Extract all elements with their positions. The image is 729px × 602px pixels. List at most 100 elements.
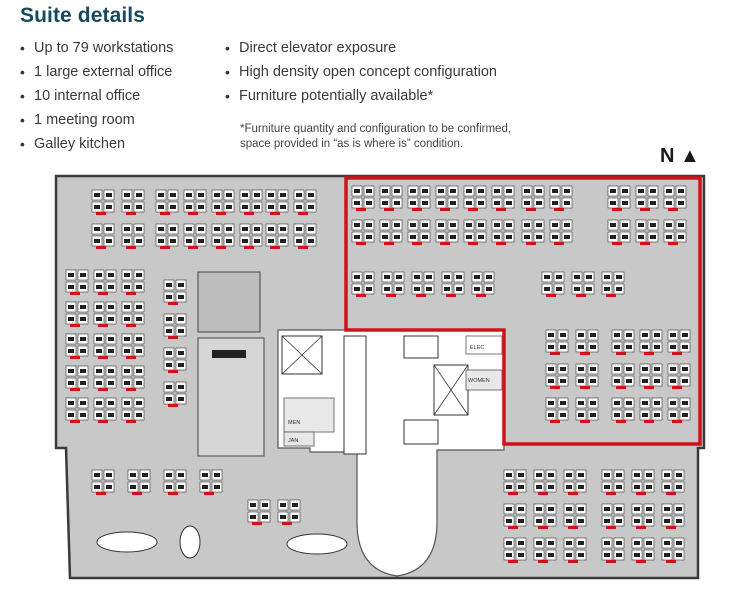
- workstation-pod: [661, 469, 685, 495]
- workstation-pod: [121, 269, 145, 295]
- workstation-pod: [121, 365, 145, 391]
- workstation-pod: [121, 223, 145, 249]
- workstation-pod: [265, 189, 289, 215]
- workstation-pod: [611, 397, 635, 423]
- workstation-pod: [65, 269, 89, 295]
- stairwell: [403, 335, 439, 359]
- workstation-pod: [293, 189, 317, 215]
- workstation-pod: [121, 301, 145, 327]
- workstation-pod: [163, 381, 187, 407]
- workstation-pod: [463, 219, 487, 245]
- workstation-pod: [121, 189, 145, 215]
- workstation-pod: [91, 469, 115, 495]
- workstation-pod: [631, 537, 655, 563]
- workstation-pod: [265, 223, 289, 249]
- workstation-pod: [631, 503, 655, 529]
- workstation-pod: [663, 219, 687, 245]
- floor-plan: ELEC WOMEN MEN JAN: [54, 174, 706, 580]
- workstation-pod: [545, 363, 569, 389]
- workstation-pod: [575, 363, 599, 389]
- workstation-pod: [65, 365, 89, 391]
- workstation-pod: [601, 271, 625, 297]
- workstation-pod: [631, 469, 655, 495]
- workstation-pod: [503, 469, 527, 495]
- furniture-footnote: *Furniture quantity and configuration to…: [240, 122, 560, 152]
- workstation-pod: [293, 223, 317, 249]
- workstation-pod: [155, 223, 179, 249]
- workstation-pod: [563, 537, 587, 563]
- feature-item: Direct elevator exposure: [225, 38, 497, 62]
- workstation-pod: [247, 499, 271, 525]
- workstation-pod: [635, 219, 659, 245]
- workstation-pod: [65, 301, 89, 327]
- workstation-pod: [571, 271, 595, 297]
- workstation-pod: [639, 329, 663, 355]
- stairwell: [343, 335, 367, 455]
- workstation-pod: [545, 397, 569, 423]
- workstation-pod: [351, 185, 375, 211]
- feature-item: 10 internal office: [20, 86, 173, 110]
- workstation-pod: [667, 397, 691, 423]
- workstation-pod: [93, 301, 117, 327]
- workstation-pod: [471, 271, 495, 297]
- workstation-pod: [435, 185, 459, 211]
- workstation-pod: [199, 469, 223, 495]
- workstation-pod: [407, 185, 431, 211]
- workstation-pod: [163, 313, 187, 339]
- workstation-pod: [639, 363, 663, 389]
- workstation-pod: [503, 537, 527, 563]
- workstation-pod: [575, 397, 599, 423]
- feature-item: Furniture potentially available*: [225, 86, 497, 110]
- workstation-pod: [93, 269, 117, 295]
- feature-item: Galley kitchen: [20, 134, 173, 158]
- workstation-pod: [601, 469, 625, 495]
- women-washroom-label: WOMEN: [468, 378, 490, 384]
- workstation-pod: [239, 223, 263, 249]
- feature-item: High density open concept configuration: [225, 62, 497, 86]
- workstation-pod: [533, 469, 557, 495]
- workstation-pod: [379, 185, 403, 211]
- men-washroom-label: MEN: [288, 420, 300, 426]
- workstation-pod: [661, 503, 685, 529]
- workstation-pod: [601, 503, 625, 529]
- feature-item: 1 large external office: [20, 62, 173, 86]
- workstation-pod: [277, 499, 301, 525]
- workstation-pod: [549, 219, 573, 245]
- workstation-pod: [91, 189, 115, 215]
- workstation-pod: [491, 219, 515, 245]
- workstation-pod: [183, 189, 207, 215]
- north-arrow-icon: ▲: [680, 145, 700, 167]
- workstation-pod: [549, 185, 573, 211]
- workstation-pod: [463, 185, 487, 211]
- workstation-pod: [435, 219, 459, 245]
- workstation-pod: [163, 469, 187, 495]
- workstation-pod: [563, 469, 587, 495]
- workstation-pod: [611, 363, 635, 389]
- workstation-pod: [381, 271, 405, 297]
- workstation-pod: [183, 223, 207, 249]
- workstation-pod: [563, 503, 587, 529]
- workstation-pod: [667, 329, 691, 355]
- page-title: Suite details: [20, 4, 146, 27]
- suite-outline: [344, 176, 702, 446]
- workstation-pod: [667, 363, 691, 389]
- workstation-pod: [211, 189, 235, 215]
- janitor-room-label: JAN: [288, 438, 298, 444]
- workstation-pod: [411, 271, 435, 297]
- workstation-pod: [379, 219, 403, 245]
- workstation-pod: [211, 223, 235, 249]
- workstation-pod: [351, 271, 375, 297]
- workstation-pod: [163, 279, 187, 305]
- workstation-pod: [155, 189, 179, 215]
- workstation-pod: [533, 537, 557, 563]
- feature-list-left: Up to 79 workstations 1 large external o…: [20, 38, 173, 158]
- north-label: N: [660, 145, 675, 167]
- workstation-pod: [533, 503, 557, 529]
- workstation-pod: [661, 537, 685, 563]
- workstation-pod: [163, 347, 187, 373]
- workstation-pod: [127, 469, 151, 495]
- workstation-pod: [93, 333, 117, 359]
- workstation-pod: [441, 271, 465, 297]
- workstation-pod: [639, 397, 663, 423]
- workstation-pod: [491, 185, 515, 211]
